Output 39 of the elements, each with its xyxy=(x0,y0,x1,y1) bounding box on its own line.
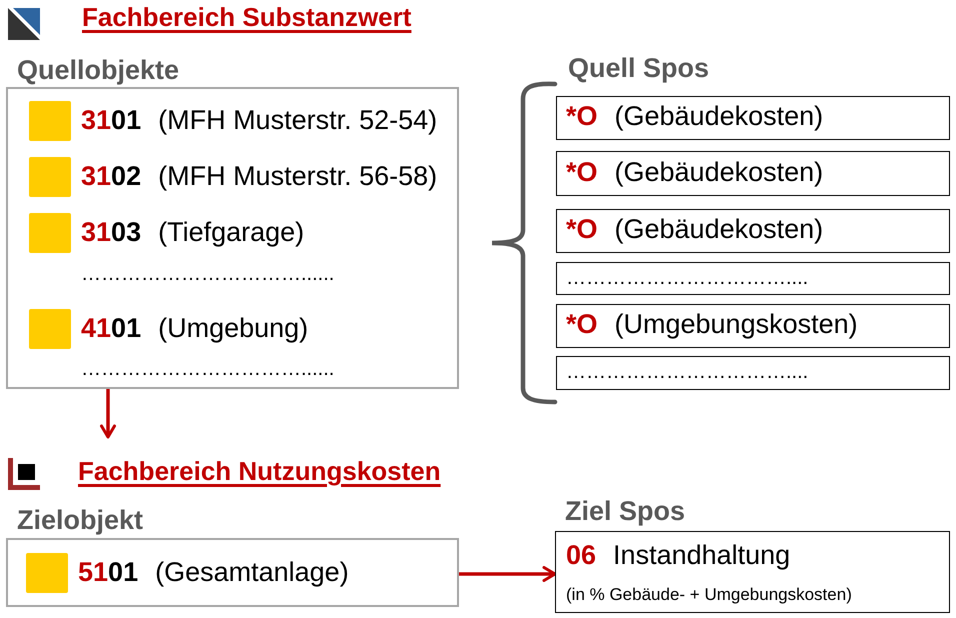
object-name: (Gesamtanlage) xyxy=(155,557,349,589)
position-code: *O xyxy=(566,309,598,341)
object-name: (Tiefgarage) xyxy=(158,217,304,249)
position-name: (Gebäudekosten) xyxy=(614,157,824,189)
arrow xyxy=(459,566,556,582)
object-number: 3101 xyxy=(81,105,142,137)
position-code: 06 xyxy=(566,540,596,572)
object-number: 4101 xyxy=(81,313,142,345)
position-code: *O xyxy=(566,214,598,246)
position-code: *O xyxy=(566,101,598,133)
position-box xyxy=(556,151,950,196)
note-text: (in % Gebäude- + Umgebungskosten) xyxy=(566,585,852,605)
fill-in-line: …………………………….... xyxy=(566,375,808,379)
fill-in-line: …………………………….... xyxy=(566,281,808,285)
object-number: 3102 xyxy=(81,161,142,193)
object-number: 5101 xyxy=(78,557,138,589)
box-heading: Quellobjekte xyxy=(17,55,180,86)
object-name: (Umgebung) xyxy=(158,313,308,345)
position-code: *O xyxy=(566,157,598,189)
object-name: (MFH Musterstr. 52-54) xyxy=(158,105,438,137)
group-heading: Quell Spos xyxy=(568,53,710,84)
position-name: Instandhaltung xyxy=(613,540,790,572)
section-heading: Fachbereich Substanzwert xyxy=(82,3,412,33)
object-name: (MFH Musterstr. 56-58) xyxy=(158,161,438,193)
position-box xyxy=(556,209,950,253)
position-box xyxy=(556,356,950,390)
arrow xyxy=(100,389,116,438)
object-number: 3103 xyxy=(81,217,142,249)
box-heading: Ziel Spos xyxy=(565,496,686,528)
fill-in-line: ……………………………...... xyxy=(81,277,334,281)
position-name: (Gebäudekosten) xyxy=(614,214,824,246)
fill-in-line: ……………………………...... xyxy=(81,372,334,376)
position-box xyxy=(556,96,950,140)
position-box xyxy=(556,262,950,295)
position-name: (Gebäudekosten) xyxy=(614,101,824,133)
position-box xyxy=(556,304,950,348)
section-heading: Fachbereich Nutzungskosten xyxy=(78,457,441,487)
box-heading: Zielobjekt xyxy=(17,505,144,536)
position-name: (Umgebungskosten) xyxy=(614,309,858,341)
